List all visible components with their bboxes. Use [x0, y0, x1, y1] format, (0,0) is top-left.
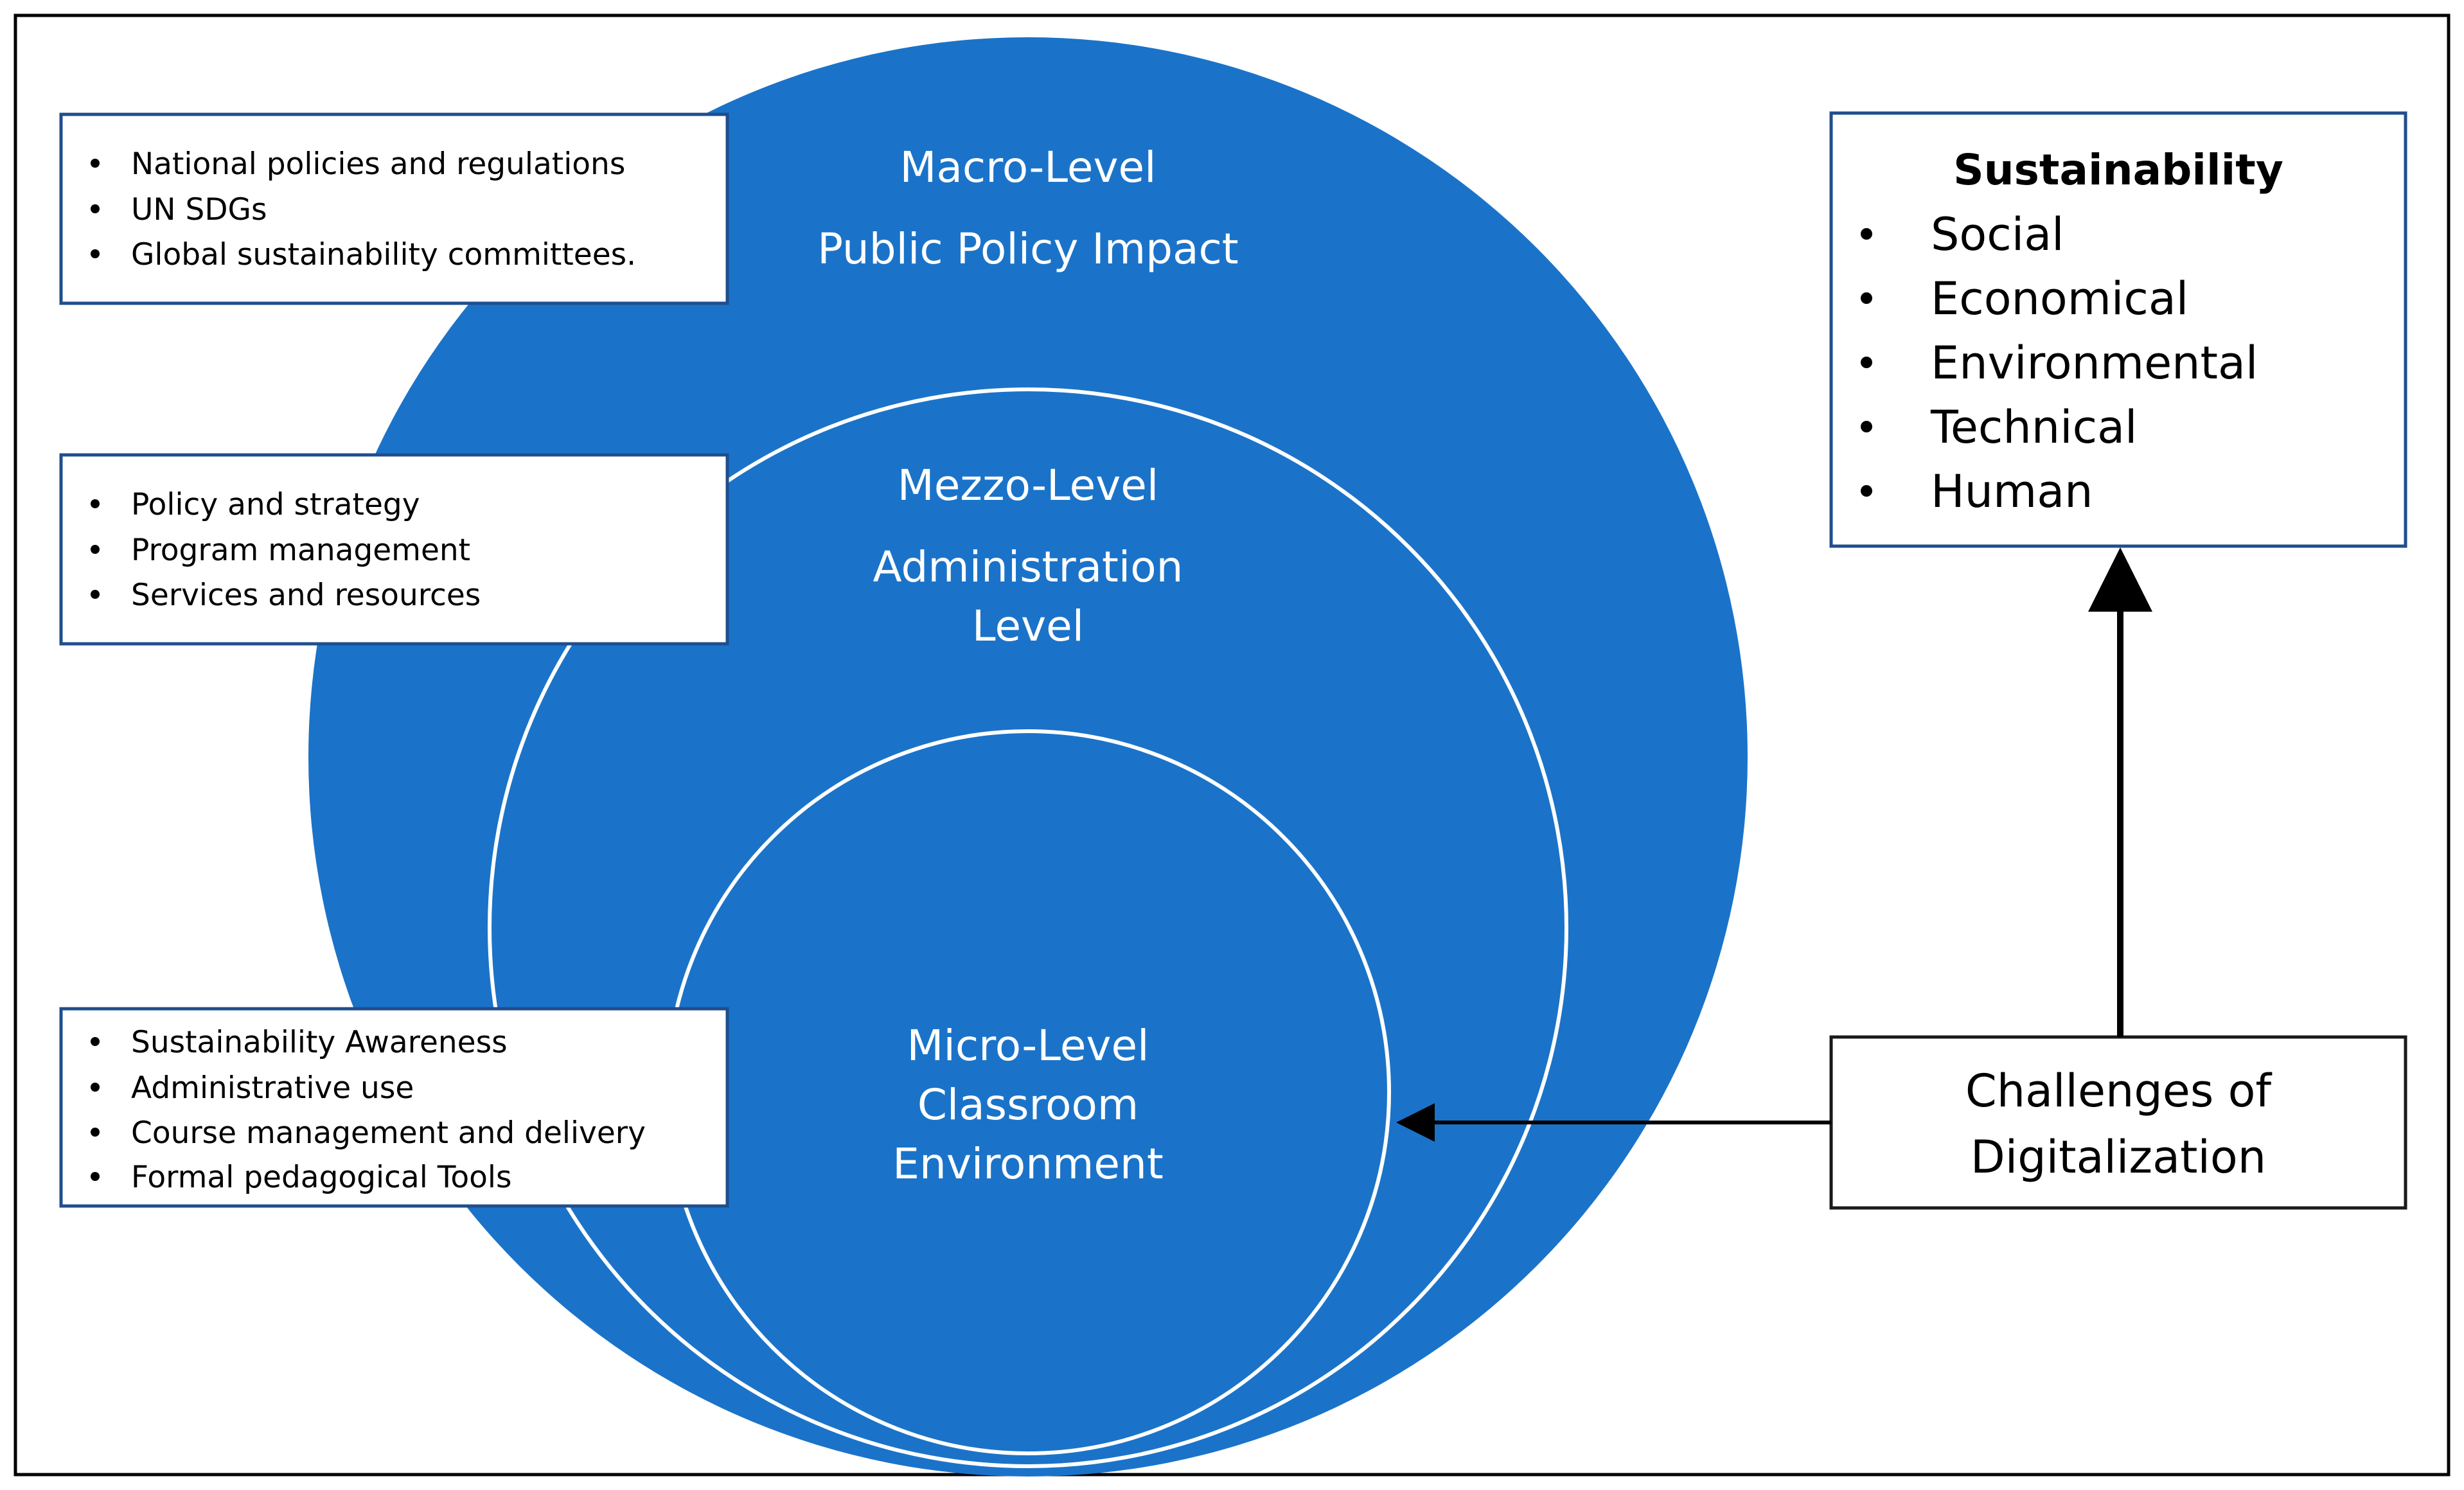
- sustainability-item: Economical: [1931, 272, 2188, 325]
- micro-box-item: Course management and delivery: [131, 1115, 646, 1151]
- mezzo-box-item: Policy and strategy: [131, 487, 420, 522]
- mezzo-bullet-box: Policy and strategy Program management S…: [59, 453, 729, 646]
- bullet-dot: [91, 1083, 100, 1092]
- macro-box-item: UN SDGs: [131, 192, 267, 227]
- bullet-dot: [1861, 421, 1872, 432]
- challenges-line2: Digitalization: [1971, 1131, 2266, 1184]
- mezzo-box-item: Services and resources: [131, 578, 481, 613]
- macro-level-subtitle: Public Policy Impact: [817, 224, 1238, 274]
- bullet-dot: [91, 1128, 100, 1137]
- micro-level-title: Micro-Level: [907, 1021, 1149, 1070]
- bullet-dot: [91, 545, 100, 554]
- mezzo-level-title: Mezzo-Level: [898, 461, 1158, 510]
- bullet-dot: [91, 1037, 100, 1046]
- micro-bullet-box: Sustainability Awareness Administrative …: [59, 1007, 729, 1208]
- bullet-dot: [1861, 228, 1872, 240]
- mezzo-level-subtitle-line1: Administration: [873, 542, 1183, 592]
- challenges-box: Challenges of Digitalization: [1829, 1035, 2407, 1210]
- bullet-dot: [1861, 292, 1872, 304]
- macro-box-item: National policies and regulations: [131, 146, 625, 182]
- mezzo-level-subtitle-line2: Level: [972, 601, 1084, 651]
- macro-level-title: Macro-Level: [900, 143, 1157, 192]
- micro-box-item: Sustainability Awareness: [131, 1025, 508, 1060]
- sustainability-item: Environmental: [1931, 337, 2258, 389]
- sustainability-box: Sustainability Social Economical Environ…: [1829, 111, 2407, 548]
- micro-box-item: Formal pedagogical Tools: [131, 1160, 511, 1195]
- sustainability-title: Sustainability: [1953, 145, 2283, 195]
- micro-level-subtitle-line2: Environment: [892, 1139, 1163, 1189]
- bullet-dot: [1861, 357, 1872, 368]
- bullet-dot: [91, 159, 100, 168]
- sustainability-item: Social: [1931, 208, 2064, 261]
- bullet-dot: [91, 499, 100, 508]
- sustainability-item: Technical: [1930, 401, 2137, 454]
- sustainability-item: Human: [1931, 465, 2093, 518]
- micro-box-item: Administrative use: [131, 1070, 414, 1106]
- micro-level-subtitle-line1: Classroom: [917, 1080, 1139, 1130]
- bullet-dot: [91, 249, 100, 258]
- macro-box-item: Global sustainability committees.: [131, 237, 636, 272]
- bullet-dot: [91, 1172, 100, 1181]
- bullet-dot: [91, 204, 100, 213]
- macro-bullet-box: National policies and regulations UN SDG…: [59, 112, 729, 305]
- bullet-dot: [1861, 485, 1872, 497]
- challenges-line1: Challenges of: [1965, 1065, 2273, 1117]
- mezzo-box-item: Program management: [131, 533, 470, 568]
- bullet-dot: [91, 590, 100, 599]
- outer-frame: [13, 13, 2451, 1477]
